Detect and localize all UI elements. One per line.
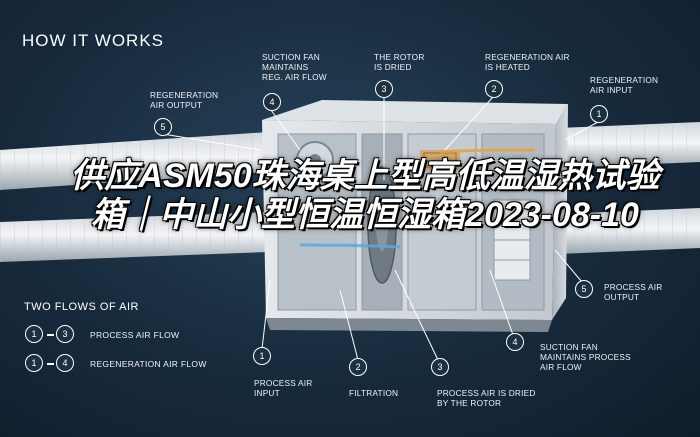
legend-to-number: 3 xyxy=(56,325,74,343)
callout-number: 4 xyxy=(506,333,524,351)
callout-number: 2 xyxy=(485,80,503,98)
callout-label-suction-fan-process: SUCTION FAN MAINTAINS PROCESS AIR FLOW xyxy=(540,342,631,372)
flows-title: TWO FLOWS OF AIR xyxy=(24,301,139,313)
callout-number: 1 xyxy=(590,105,608,123)
callout-number: 2 xyxy=(349,358,367,376)
callout-label-rotor-dried: THE ROTOR IS DRIED xyxy=(374,52,425,72)
callout-label-suction-fan-reg: SUCTION FAN MAINTAINS REG. AIR FLOW xyxy=(262,52,327,82)
callout-number: 4 xyxy=(263,93,281,111)
callout-label-process-dried: PROCESS AIR IS DRIED BY THE ROTOR xyxy=(437,388,536,408)
legend-dash xyxy=(47,363,54,365)
callout-number: 3 xyxy=(431,358,449,376)
legend-from-number: 1 xyxy=(25,325,43,343)
callout-number: 5 xyxy=(154,118,172,136)
callout-leaders xyxy=(162,96,599,361)
callout-number: 5 xyxy=(575,280,593,298)
legend-process-air-flow: PROCESS AIR FLOW xyxy=(90,330,180,340)
callout-label-regen-output: REGENERATION AIR OUTPUT xyxy=(150,90,219,110)
machine-side xyxy=(552,104,568,320)
callout-label-filtration: FILTRATION xyxy=(349,388,399,398)
overlay-title-text: 供应ASM50珠海桌上型高低温湿热试验箱｜中山小型恒温恒湿箱2023-08-10 xyxy=(70,157,660,234)
legend-from-number: 1 xyxy=(25,354,43,372)
callout-number: 3 xyxy=(375,80,393,98)
legend-to-number: 4 xyxy=(56,354,74,372)
legend-dash xyxy=(47,334,54,336)
machine-top xyxy=(262,100,568,124)
callout-number: 1 xyxy=(253,347,271,365)
callout-label-process-output: PROCESS AIR OUTPUT xyxy=(604,282,663,302)
machine-base xyxy=(266,318,552,332)
legend-regeneration-air-flow: REGENERATION AIR FLOW xyxy=(90,359,207,369)
callout-label-regen-heated: REGENERATION AIR IS HEATED xyxy=(485,52,570,72)
heater xyxy=(420,150,460,170)
callout-label-process-input: PROCESS AIR INPUT xyxy=(254,378,313,398)
page-title: HOW IT WORKS xyxy=(22,31,165,50)
callout-label-regen-input: REGENERATION AIR INPUT xyxy=(590,75,659,95)
